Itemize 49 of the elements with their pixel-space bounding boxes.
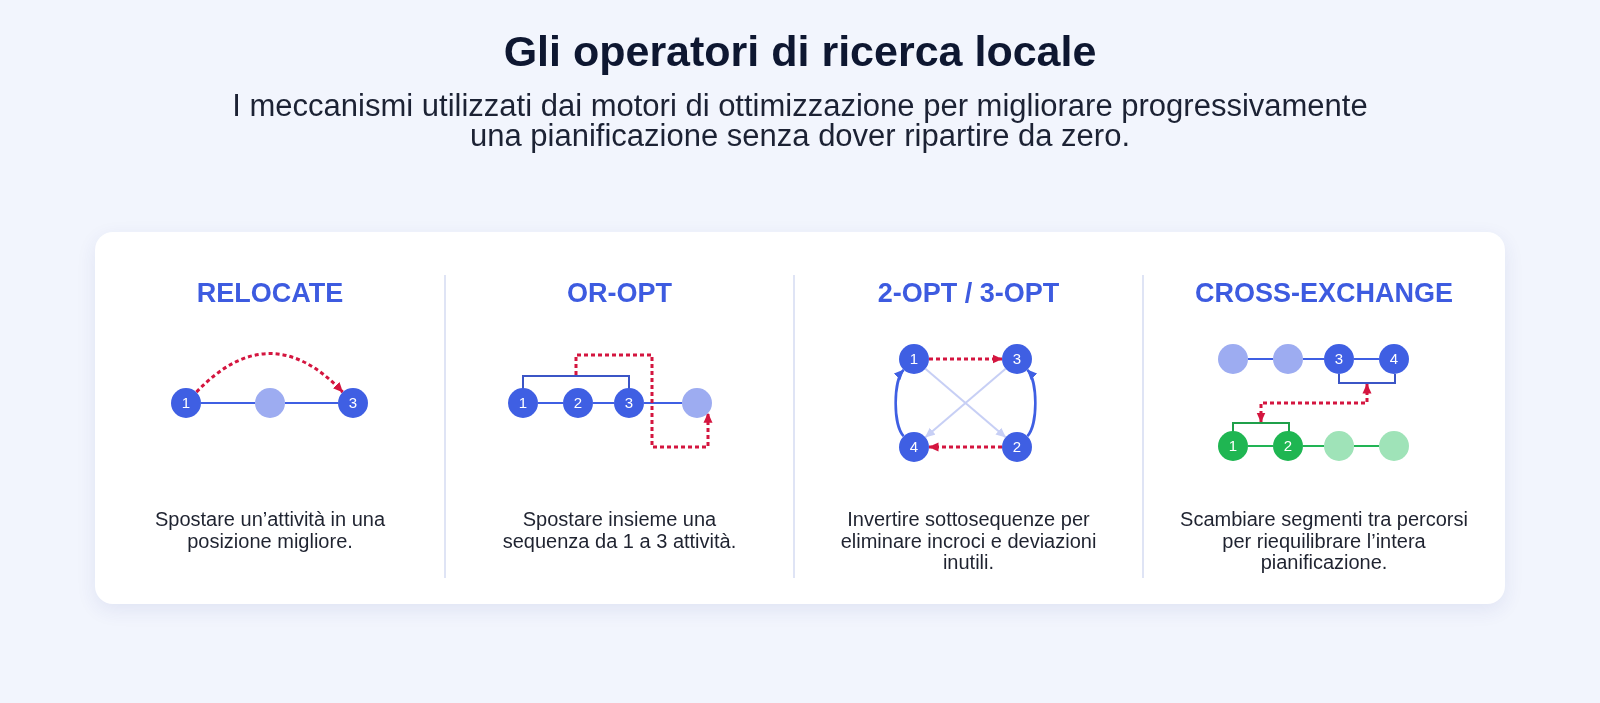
stop-circle: 1: [1218, 431, 1248, 461]
connector-line: [1302, 358, 1325, 360]
stop-circle: 3: [338, 388, 368, 418]
connector-line: [284, 402, 339, 404]
dotted-arrow: [928, 442, 1002, 452]
stop-circle: 1: [508, 388, 538, 418]
stop-circle: 3: [1324, 344, 1354, 374]
stop-circle: 4: [899, 432, 929, 462]
section-heading: CROSS-EXCHANGE: [1195, 277, 1453, 309]
description: Invertire sottosequenze per eliminare incroci e deviazioni inutili.: [840, 509, 1097, 574]
stop-circle: [1218, 344, 1248, 374]
connector-line: [537, 402, 564, 404]
bracket: [1338, 374, 1396, 384]
description: Spostare un’attività in una posizione migliore.: [154, 509, 386, 552]
curved-arrow: [1026, 369, 1037, 437]
connector-line: [200, 402, 256, 404]
stop-circle: [1273, 344, 1303, 374]
stop-circle: 4: [1379, 344, 1409, 374]
title: Gli operatori di ricerca locale: [503, 26, 1097, 76]
stop-circle: [255, 388, 285, 418]
connector-line: [1353, 445, 1380, 447]
connector-line: [643, 402, 683, 404]
stop-circle: 1: [899, 344, 929, 374]
connector-line: [1247, 445, 1274, 447]
stop-circle: 1: [171, 388, 201, 418]
description: Spostare insieme una sequenza da 1 a 3 attività.: [502, 509, 737, 552]
subtitle: I meccanismi utilizzati dai motori di ottimizzazione per migliorare progressivamente una pianificazione senza dover ripartire da zero.: [231, 91, 1369, 151]
section-heading: 2-OPT / 3-OPT: [877, 277, 1060, 309]
stop-circle: [682, 388, 712, 418]
connector-line: [1247, 358, 1274, 360]
section-heading: OR-OPT: [567, 277, 672, 309]
connector-line: [1353, 358, 1380, 360]
dotted-arrow: [1256, 383, 1372, 423]
dotted-arrow: [574, 353, 713, 449]
crossing-arrows: [924, 367, 1007, 439]
stop-circle: 3: [614, 388, 644, 418]
stop-circle: 2: [1002, 432, 1032, 462]
dotted-arrow: [929, 354, 1003, 364]
section-heading: RELOCATE: [196, 277, 344, 309]
connector-line: [592, 402, 615, 404]
curved-arrow: [894, 369, 905, 437]
stop-circle: [1379, 431, 1409, 461]
description: Scambiare segmenti tra percorsi per riequilibrare l’intera pianificazione.: [1179, 509, 1469, 574]
dotted-arrow: [195, 352, 344, 394]
stop-circle: [1324, 431, 1354, 461]
stop-circle: 2: [1273, 431, 1303, 461]
stop-circle: 3: [1002, 344, 1032, 374]
connector-line: [1302, 445, 1325, 447]
stop-circle: 2: [563, 388, 593, 418]
